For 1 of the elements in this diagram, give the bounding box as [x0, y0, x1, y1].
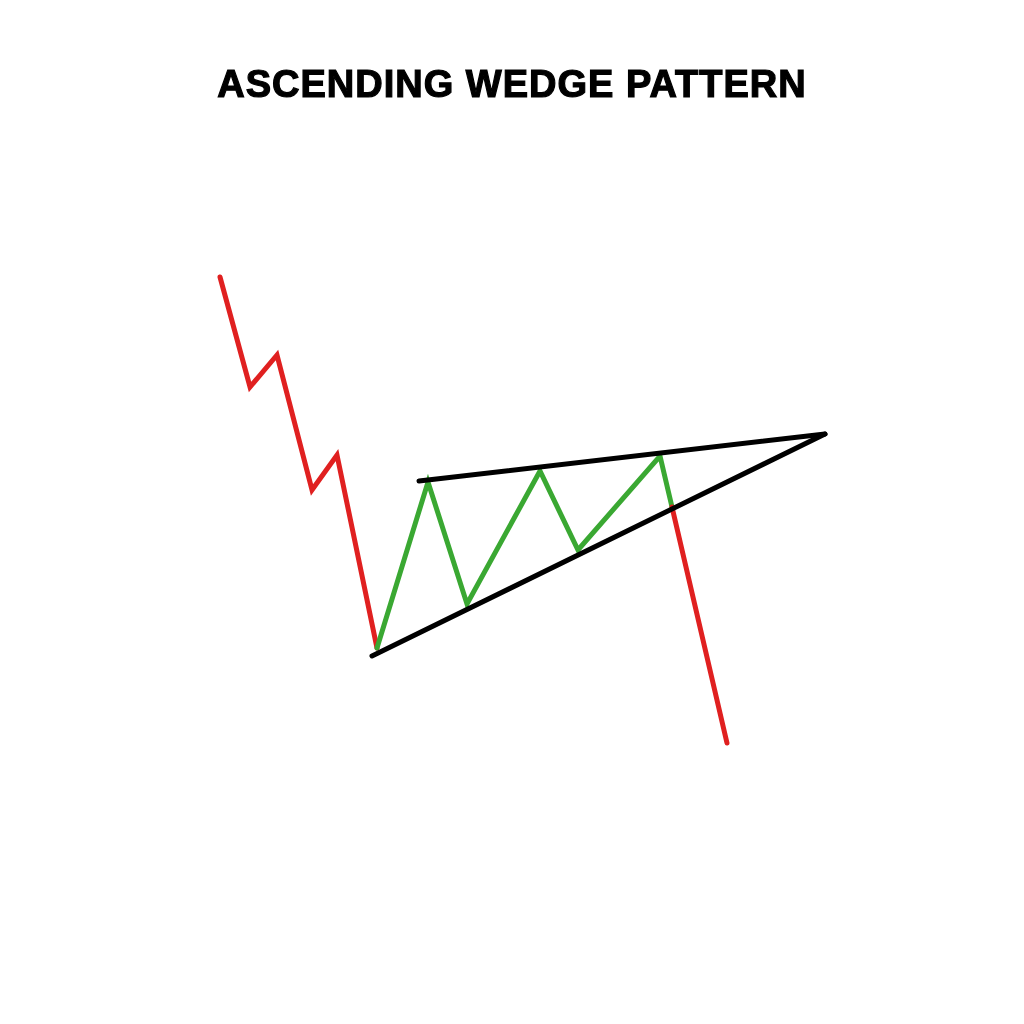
- chart-title: ASCENDING WEDGE PATTERN: [217, 62, 807, 106]
